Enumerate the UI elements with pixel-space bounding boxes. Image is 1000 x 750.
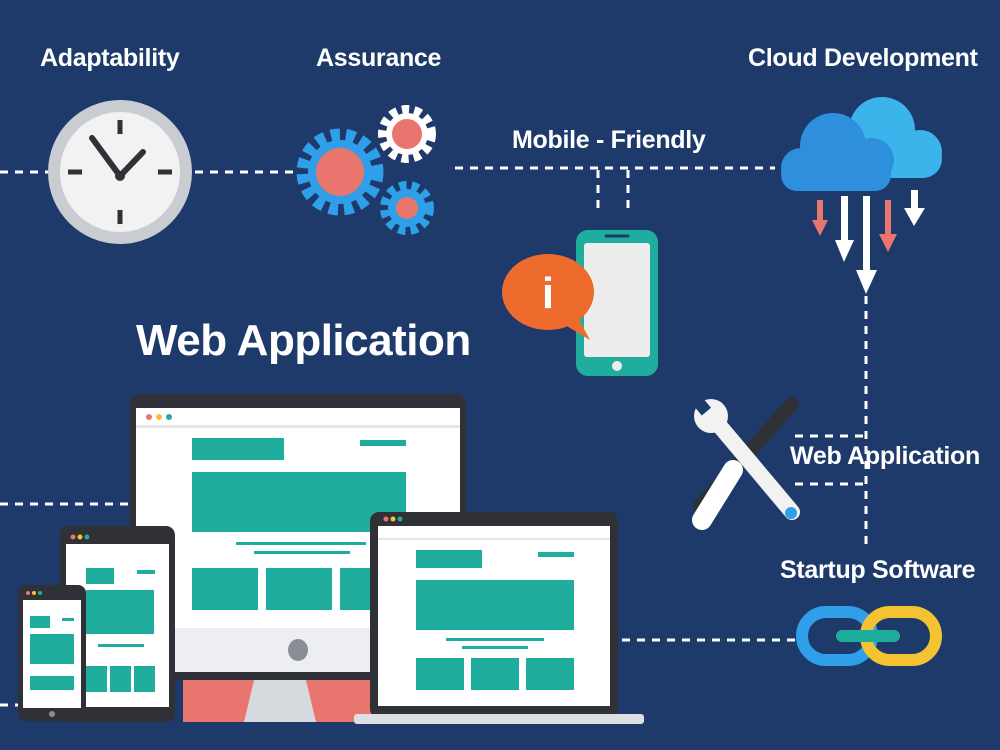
cloud-arrows-icon xyxy=(812,190,925,294)
connector-lines xyxy=(0,166,868,707)
chain-link-icon xyxy=(796,606,942,666)
web-application-label: Web Application xyxy=(790,442,980,470)
laptop-icon xyxy=(354,512,644,724)
clock-icon xyxy=(48,100,192,244)
adaptability-label: Adaptability xyxy=(40,44,180,72)
web-application-title: Web Application xyxy=(136,316,471,365)
assurance-label: Assurance xyxy=(316,44,442,72)
wrench-screwdriver-icon xyxy=(688,392,800,530)
info-glyph: i xyxy=(542,269,554,318)
phone-icon xyxy=(18,585,86,721)
startup-software-label: Startup Software xyxy=(780,556,976,584)
gears-icon xyxy=(296,105,436,235)
mobile-friendly-label: Mobile - Friendly xyxy=(512,126,706,154)
smartphone-icon xyxy=(576,230,658,376)
info-bubble-icon: i xyxy=(502,254,594,340)
cloud-development-label: Cloud Development xyxy=(748,44,978,72)
cloud-icon xyxy=(781,97,942,191)
